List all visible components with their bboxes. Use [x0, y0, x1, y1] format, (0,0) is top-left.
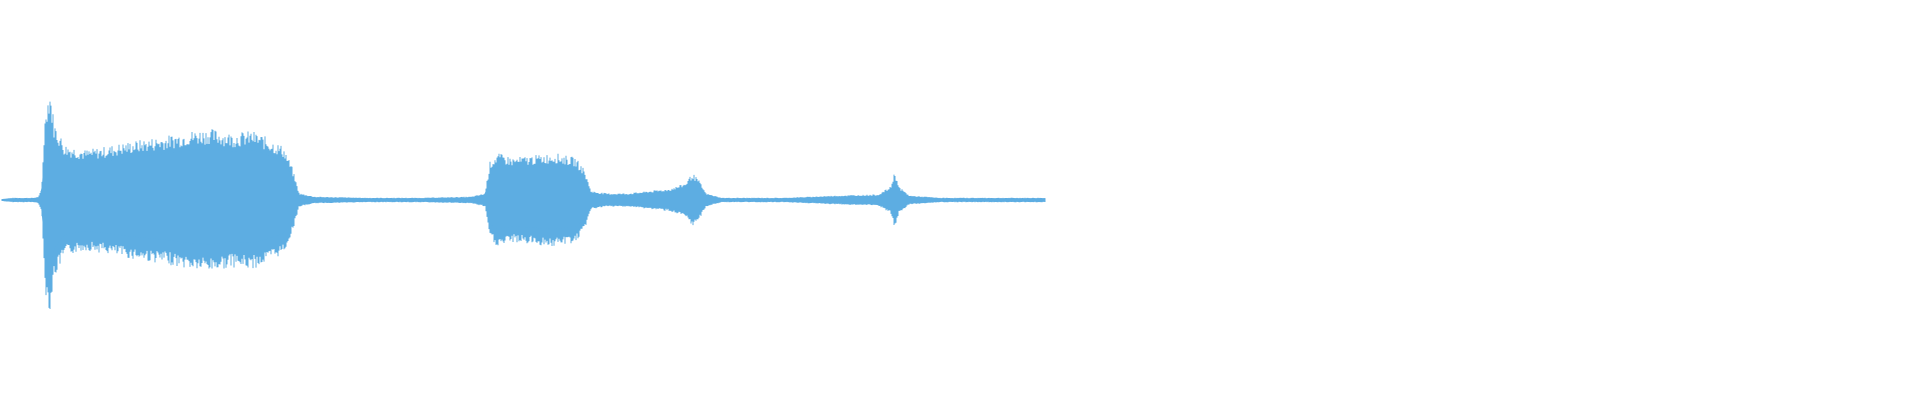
- waveform-body: [2, 119, 1045, 267]
- waveform-samples: [1, 101, 1046, 309]
